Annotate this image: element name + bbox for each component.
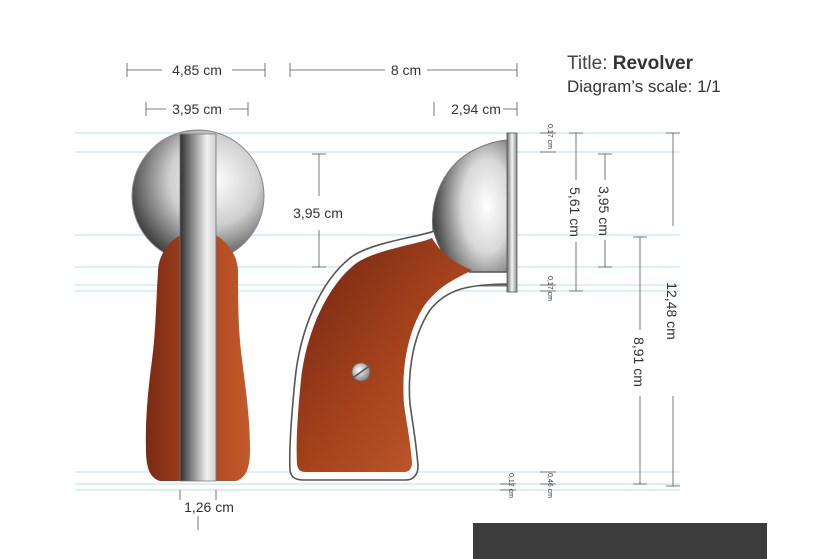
thin-top-label: 0,17 cm: [546, 124, 553, 149]
front-total-width-label: 4,85 cm: [172, 62, 222, 78]
dim-side-cap: 2,94 cm: [433, 101, 518, 117]
side-wood-grip: [296, 238, 472, 472]
cap-height-inner-label: 3,95 cm: [596, 186, 612, 236]
front-disc-width-label: 3,95 cm: [172, 101, 222, 117]
side-cap-width-label: 2,94 cm: [451, 101, 501, 117]
front-metal-strap: [179, 133, 217, 482]
title-line: Title: Revolver: [567, 52, 721, 76]
dim-front-disc: 3,95 cm: [145, 101, 249, 117]
dim-grip-height: 8,91 cm: [631, 236, 647, 485]
thin-bottom-left-label: 0,12 cm: [507, 473, 514, 498]
title-name: Revolver: [612, 53, 694, 74]
front-bottom-width-label: 1,26 cm: [184, 499, 234, 515]
dim-middle-height: 3,95 cm: [293, 153, 343, 268]
dim-side-length: 8 cm: [289, 62, 518, 78]
grip-height-label: 8,91 cm: [631, 337, 647, 387]
side-view: [288, 132, 518, 481]
title-block: Title: Revolver Diagram’s scale: 1/1: [567, 52, 721, 98]
thin-mid-label: 0,17 cm: [546, 276, 553, 301]
bottom-dark-bar: [473, 523, 767, 559]
title-label: Title:: [567, 53, 608, 74]
side-length-label: 8 cm: [391, 62, 421, 78]
middle-height-label: 3,95 cm: [293, 205, 343, 221]
dim-thin-labels: 0,17 cm 0,17 cm 0,12 cm 0,46 cm: [500, 124, 556, 498]
dim-total-height: 12,48 cm: [664, 132, 680, 487]
dim-cap-outer: 5,61 cm: [567, 132, 583, 292]
front-view: [131, 129, 265, 482]
thin-bottom-right-label: 0,46 cm: [546, 473, 553, 498]
cap-height-outer-label: 5,61 cm: [567, 187, 583, 237]
dim-cap-inner: 3,95 cm: [596, 153, 612, 268]
screw-slot: [353, 366, 369, 378]
total-height-label: 12,48 cm: [664, 282, 680, 340]
side-butt-plate: [506, 132, 518, 293]
dim-front-bottom: 1,26 cm: [179, 490, 234, 530]
scale-line: Diagram’s scale: 1/1: [567, 77, 721, 96]
dim-front-total: 4,85 cm: [126, 62, 266, 78]
